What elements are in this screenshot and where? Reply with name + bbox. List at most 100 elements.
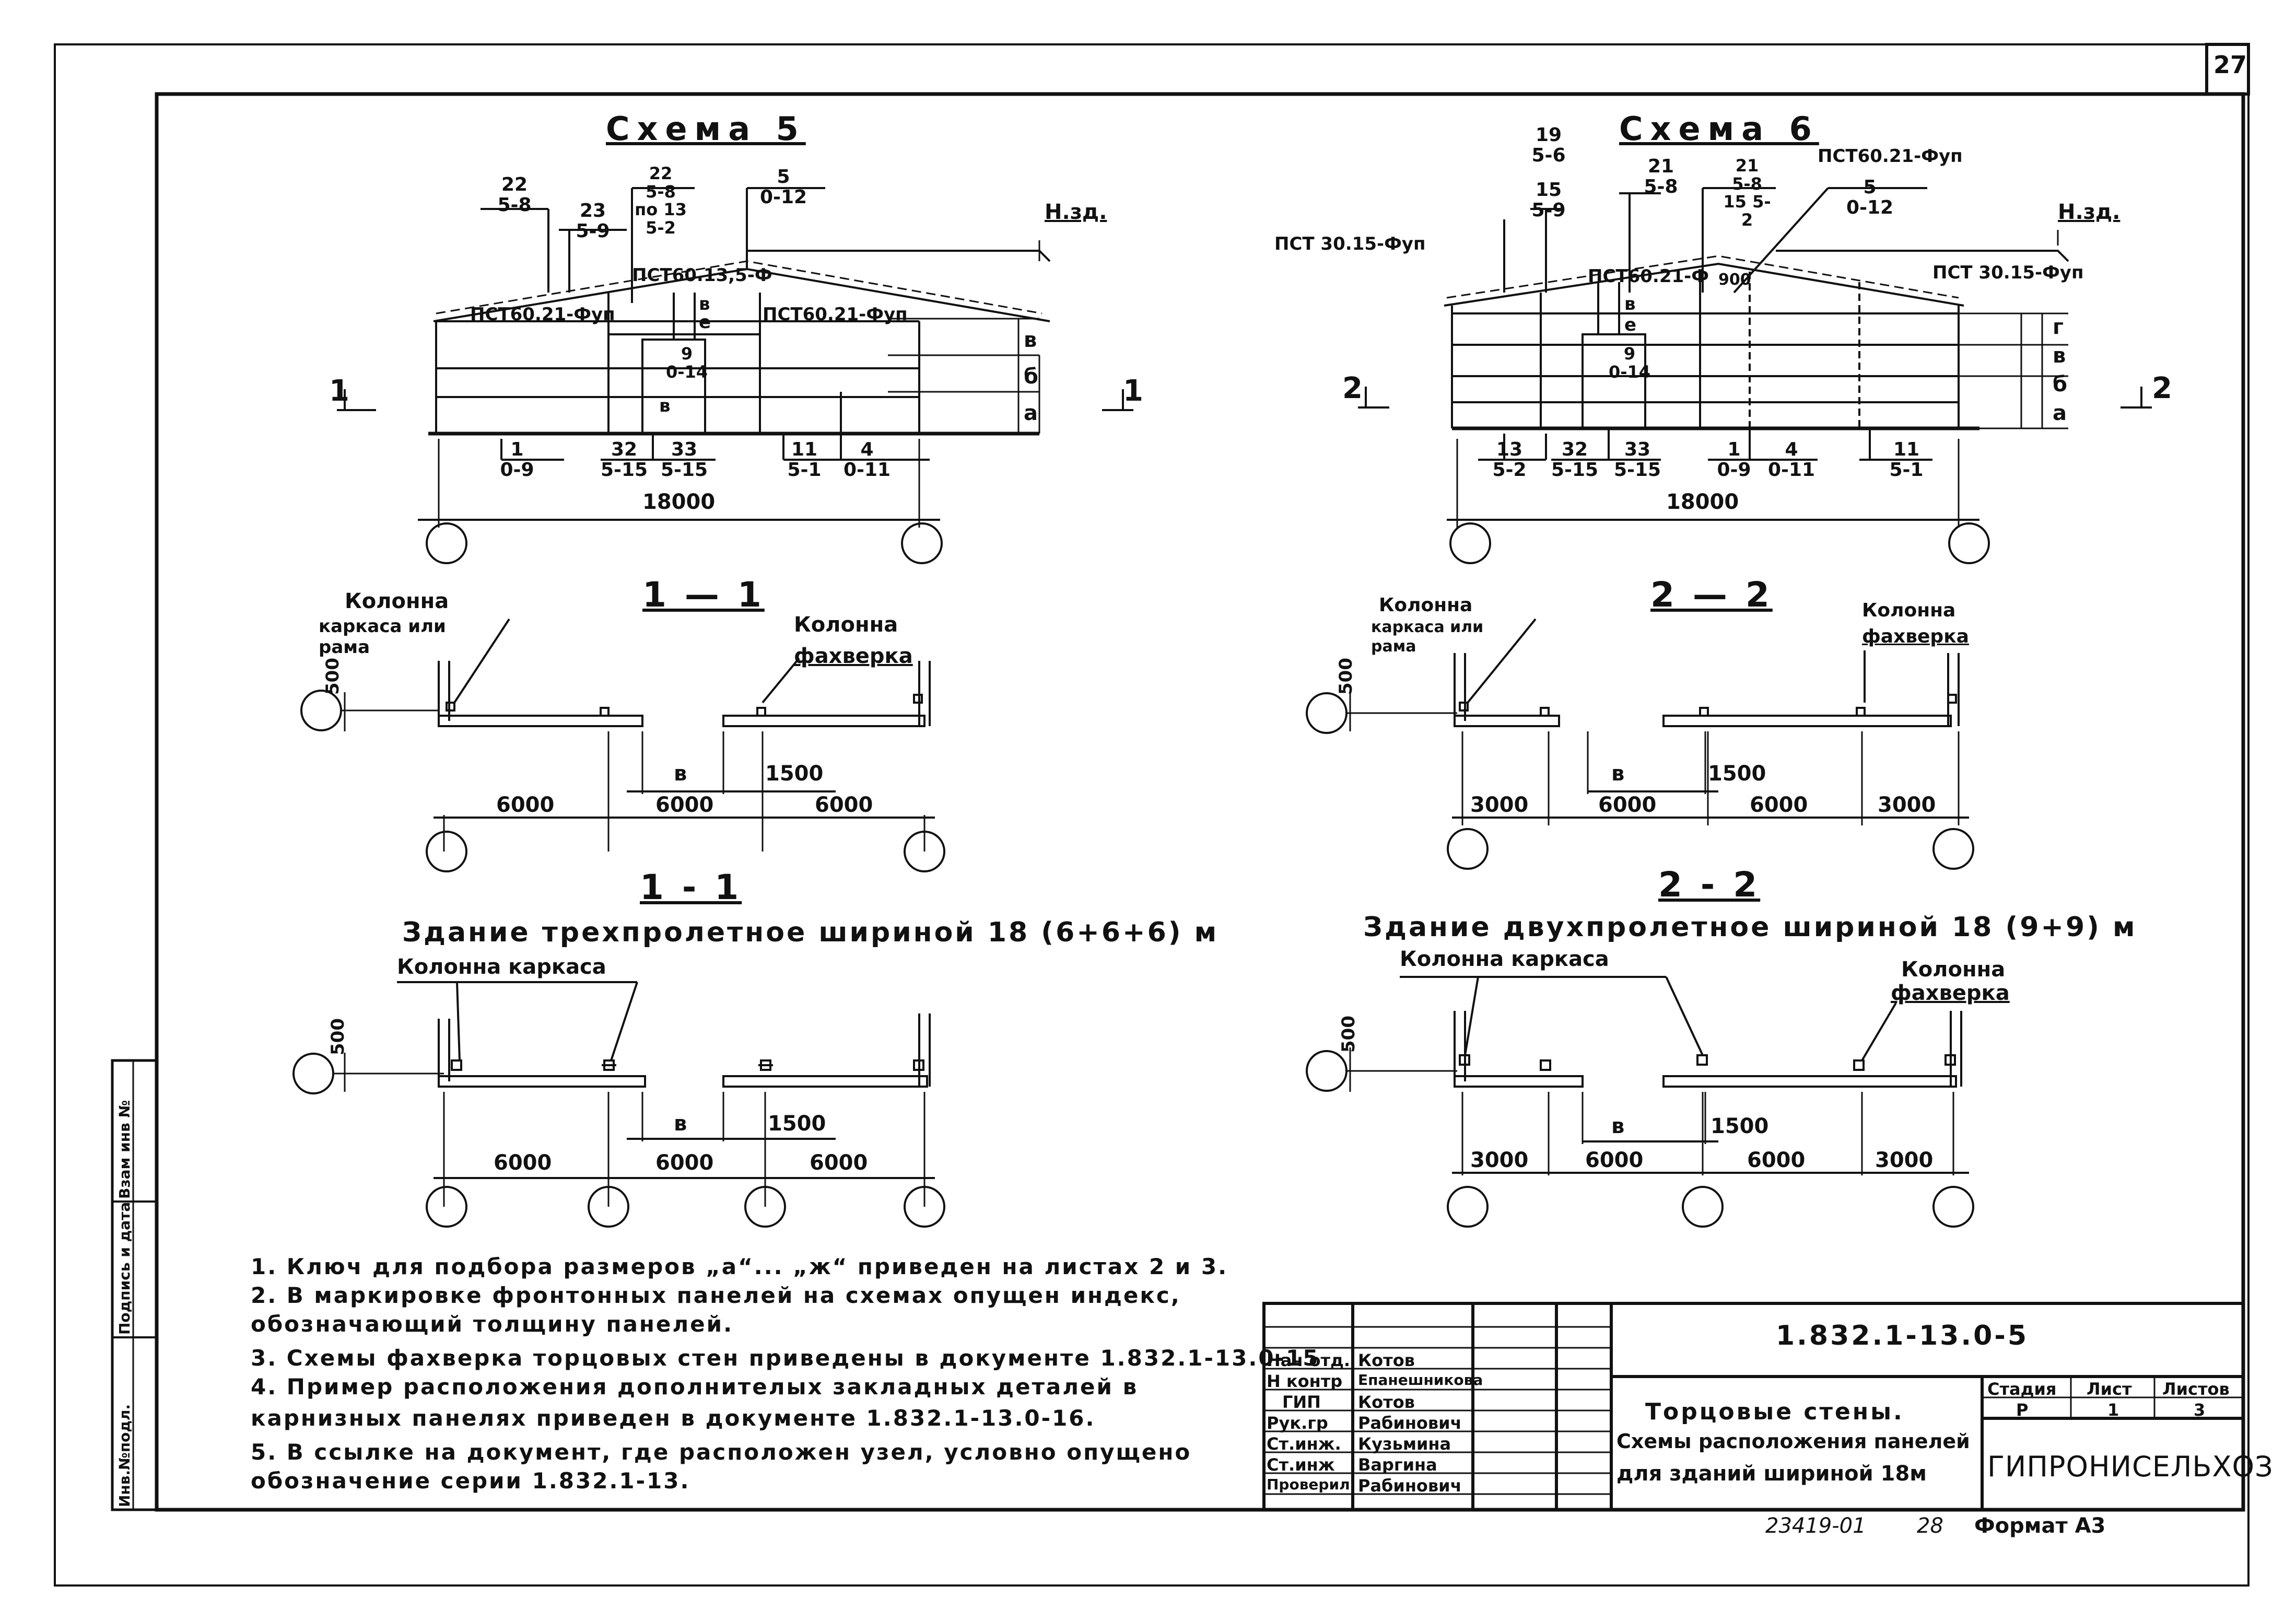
tb-name-2: Епанешникова (1358, 1371, 1483, 1389)
s2b-b: в (1611, 1114, 1625, 1138)
note-5: 5. В ссылке на документ, где расположен … (251, 1439, 1192, 1465)
s1a-dim-1: 6000 (496, 793, 555, 817)
s2a-col1: Колонна (1379, 594, 1473, 616)
s1a-title: 1 — 1 (642, 575, 765, 615)
s2a-dim-3: 6000 (1750, 793, 1808, 817)
note-2: 2. В маркировке фронтонных панелей на сх… (251, 1282, 1181, 1308)
scheme6-dim-a: а (2053, 401, 2067, 425)
scheme6-title: Схема 6 (1619, 110, 1819, 148)
tb-role-7: Проверил (1267, 1476, 1350, 1493)
scheme5-elevation (337, 187, 1133, 564)
s1a-dim-3: 6000 (815, 793, 873, 817)
tb-doc-code: 1.832.1-13.0-5 (1776, 1320, 2029, 1351)
s1b-dim-3: 6000 (810, 1151, 868, 1175)
scheme5-dim-a: а (1024, 401, 1038, 425)
s2b-dim-4: 3000 (1875, 1148, 1934, 1172)
s1a-col1: Колонна (345, 589, 449, 613)
scheme6-dim-900: 900 (1718, 271, 1751, 289)
scheme5-inner-e: е (699, 312, 711, 333)
inner-frame (155, 92, 2245, 1512)
s2a-dim-4: 3000 (1878, 793, 1936, 817)
s1a-col2: Колонна (794, 613, 898, 637)
note-5b: обозначение серии 1.832.1-13. (251, 1468, 690, 1494)
tb-role-1: Нач отд. (1267, 1350, 1351, 1370)
section-1-1-lower (292, 981, 945, 1228)
scheme5-cut-left: 1 (329, 374, 349, 408)
tb-role-2: Н контр (1267, 1371, 1343, 1391)
scheme5-panel-center: ПСТ60.13,5-Ф (632, 265, 772, 286)
s1a-col1c: рама (319, 637, 370, 658)
s2a-col1c: рама (1371, 637, 1416, 656)
section-1-1-upper (300, 618, 945, 872)
s2b-col1: Колонна каркаса (1400, 947, 1609, 971)
note-3: 3. Схемы фахверка торцовых стен приведен… (251, 1345, 1320, 1371)
s2a-title: 2 — 2 (1650, 575, 1773, 615)
s2a-dim-1: 3000 (1470, 793, 1529, 817)
scheme5-inner-v2: в (659, 395, 671, 416)
tb-name-5: Кузьмина (1358, 1434, 1451, 1454)
s1b-dim-2: 6000 (655, 1151, 714, 1175)
scheme6-dim-b: б (2053, 372, 2067, 397)
s2b-title: 2 - 2 (1658, 865, 1761, 905)
sheet-number: 27 (2213, 51, 2247, 79)
tb-role-3: ГИП (1282, 1392, 1321, 1412)
s1b-dim-1: 6000 (494, 1151, 552, 1175)
s2b-col2b: фахверка (1891, 981, 2010, 1005)
note-1: 1. Ключ для подбора размеров „а“... „ж“ … (251, 1254, 1228, 1279)
s1a-dim-2: 6000 (655, 793, 714, 817)
tb-stage-value: Р (2016, 1400, 2029, 1420)
scheme6-elevation (1358, 187, 2152, 564)
s2b-caption: Здание двухпролетное шириной 18 (9+9) м (1363, 912, 2137, 943)
side-stamp-vzam: Взам инв № (116, 1100, 133, 1199)
scheme6-panel-center: ПСТ60.21-Ф (1588, 266, 1709, 287)
scheme5-inner-v1: в (699, 294, 710, 314)
tb-stage-head: Стадия (1987, 1379, 2057, 1399)
scheme6-panel-top: ПСТ60.21-Фуп (1818, 146, 1963, 167)
scheme6-span: 18000 (1666, 490, 1739, 514)
scheme5-title: Схема 5 (606, 110, 806, 148)
tb-title-2: Схемы расположения панелей (1616, 1430, 1970, 1453)
scheme5-cut-right: 1 (1123, 374, 1143, 408)
tb-role-4: Рук.гр (1267, 1413, 1328, 1433)
title-block-grid (1262, 1302, 2245, 1511)
s2a-d500: 500 (1336, 658, 1356, 695)
tb-name-1: Котов (1358, 1350, 1415, 1370)
tb-sheets-value: 3 (2194, 1400, 2206, 1420)
s1a-b: в (674, 762, 687, 786)
s1a-col2b: фахверка (794, 644, 913, 668)
side-stamp (111, 1059, 158, 1511)
note-4b: карнизных панелях приведен в документе 1… (251, 1405, 1096, 1431)
footer-page: 28 (1917, 1514, 1943, 1538)
s2b-d1500: 1500 (1711, 1114, 1769, 1138)
tb-role-6: Ст.инж (1267, 1455, 1335, 1475)
tb-name-4: Рабинович (1358, 1413, 1462, 1433)
scheme6-cut-right: 2 (2152, 371, 2172, 405)
s1b-caption: Здание трехпролетное шириной 18 (6+6+6) … (402, 917, 1219, 948)
s2a-col2b: фахверка (1862, 626, 1969, 647)
s1b-d1500: 1500 (768, 1112, 826, 1136)
s2a-d1500: 1500 (1708, 762, 1766, 786)
scheme5-dim-b: б (1024, 365, 1038, 389)
s2b-dim-1: 3000 (1470, 1148, 1529, 1172)
note-2b: обозначающий толщину панелей. (251, 1311, 734, 1337)
scheme5-level-mark: Н.зд. (1045, 200, 1107, 224)
scheme6-inner-e: е (1624, 314, 1637, 335)
tb-sheet-head: Лист (2087, 1379, 2132, 1399)
scheme6-panel-right: ПСТ 30.15-Фуп (1932, 262, 2084, 283)
side-stamp-sign: Подпись и дата (116, 1202, 133, 1335)
tb-sheet-value: 1 (2107, 1400, 2119, 1420)
scheme5-panel-left: ПСТ60.21-Фуп (470, 304, 615, 325)
